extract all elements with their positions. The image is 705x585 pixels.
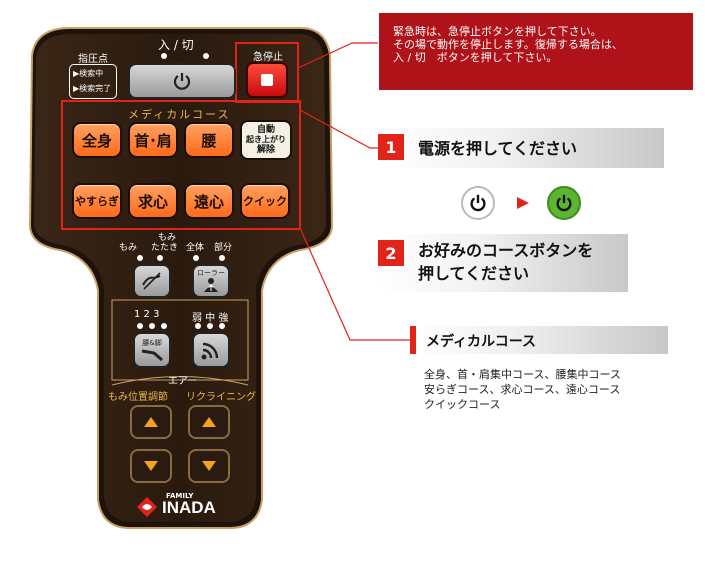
step-1-number: 1	[378, 134, 404, 160]
arrow-right-icon	[517, 197, 529, 209]
roller-button[interactable]: ローラー	[192, 264, 230, 298]
power-icon	[470, 194, 486, 212]
emergency-stop-button[interactable]	[246, 62, 288, 98]
signal-wave-icon	[201, 342, 219, 360]
hand-massage-icon	[142, 272, 161, 290]
course-button-relax[interactable]: やすらぎ	[72, 183, 122, 219]
stop-square-icon	[261, 74, 273, 86]
inada-logo: FAMILY INADA	[136, 492, 232, 520]
emergency-warning-box: 緊急時は、急停止ボタンを押して下さい。 その場で動作を停止します。復帰する場合は…	[379, 13, 693, 90]
search-status-box: ▶検索中 ▶検索完了	[69, 64, 117, 99]
roller-icon	[204, 278, 218, 292]
medical-course-title: メディカルコース	[426, 334, 537, 350]
power-button[interactable]	[128, 63, 236, 99]
step-2-text-line-2: 押してください	[418, 264, 530, 283]
momi-position-up-button[interactable]	[130, 405, 172, 439]
medical-desc-line-3: クイックコース	[424, 398, 501, 411]
mode-momi-tataki-label-2: たたき	[151, 243, 179, 253]
mode-momi-label: もみ	[119, 243, 138, 253]
roller-label: ローラー	[197, 269, 225, 277]
course-button-whole-body[interactable]: 全身	[72, 122, 122, 158]
medical-desc-line-2: 安らぎコース、求心コース、遠心コース	[424, 383, 621, 396]
brand-mark-icon	[137, 497, 157, 517]
auto-rise-label-1: 自動	[256, 125, 275, 135]
step-2-banner: 2 お好みのコースボタンを 押してください	[378, 234, 628, 292]
auto-rise-label-3: 解除	[256, 145, 275, 155]
step-2-number: 2	[378, 240, 404, 266]
reclining-down-button[interactable]	[188, 449, 230, 483]
massage-mode-button[interactable]	[133, 264, 171, 298]
warning-line-3: 入 / 切 ボタンを押して下さい。	[393, 51, 558, 64]
medical-course-accent	[410, 326, 416, 354]
air-waist-leg-label: 腰&脚	[142, 338, 162, 347]
power-icon	[556, 194, 572, 212]
course-button-waist[interactable]: 腰	[184, 122, 234, 158]
medical-desc-line-1: 全身、首・肩集中コース、腰集中コース	[424, 368, 621, 381]
course-button-neck-shoulder[interactable]: 首･肩	[128, 122, 178, 158]
triangle-down-icon	[144, 461, 158, 471]
power-label: 入 / 切	[158, 38, 194, 52]
medical-course-description: 全身、首・肩集中コース、腰集中コース 安らぎコース、求心コース、遠心コース クイ…	[424, 367, 621, 412]
course-button-quick[interactable]: クイック	[240, 183, 290, 219]
triangle-up-icon	[144, 417, 158, 427]
auto-rise-cancel-button[interactable]: 自動 起き上がり 解除	[240, 120, 292, 160]
air-strength-button[interactable]	[192, 332, 230, 368]
course-button-centripetal[interactable]: 求心	[128, 183, 178, 219]
air-waist-leg-button[interactable]: 腰&脚	[133, 332, 171, 368]
step-1-text: 電源を押してください	[418, 139, 578, 158]
emergency-label: 急停止	[253, 52, 283, 63]
reclining-up-button[interactable]	[188, 405, 230, 439]
search-done-label: ▶検索完了	[73, 84, 112, 93]
searching-label: ▶検索中	[73, 69, 104, 78]
auto-rise-label-2: 起き上がり	[246, 135, 286, 144]
reclining-label: リクライニング	[186, 392, 256, 403]
momi-position-label: もみ位置調節	[108, 392, 168, 403]
course-button-centrifugal[interactable]: 遠心	[184, 183, 234, 219]
mode-whole-label: 全体	[186, 243, 205, 253]
leg-icon	[141, 349, 163, 361]
medical-course-banner: メディカルコース	[410, 326, 668, 354]
mode-part-label: 部分	[214, 243, 233, 253]
strength-label: 弱 中 強	[192, 313, 229, 324]
triangle-down-icon	[202, 461, 216, 471]
course-header: メディカルコース	[128, 108, 231, 121]
warning-line-1: 緊急時は、急停止ボタンを押して下さい。	[393, 25, 602, 38]
triangle-up-icon	[202, 417, 216, 427]
power-on-icon	[547, 186, 581, 220]
warning-line-2: その場で動作を停止します。復帰する場合は、	[393, 38, 623, 51]
brand-large: INADA	[162, 498, 216, 517]
brand-small: FAMILY	[166, 492, 194, 500]
step-2-text-line-1: お好みのコースボタンを	[418, 241, 594, 260]
air-label: エアー	[168, 376, 198, 387]
pressure-point-label: 指圧点	[78, 54, 108, 65]
power-icon	[173, 73, 191, 90]
momi-position-down-button[interactable]	[130, 449, 172, 483]
numbers-label: 1 2 3	[134, 309, 160, 320]
power-off-icon	[461, 186, 495, 220]
step-1-banner: 1 電源を押してください	[378, 128, 664, 168]
mode-momi-tataki-label-1: もみ	[158, 233, 177, 243]
